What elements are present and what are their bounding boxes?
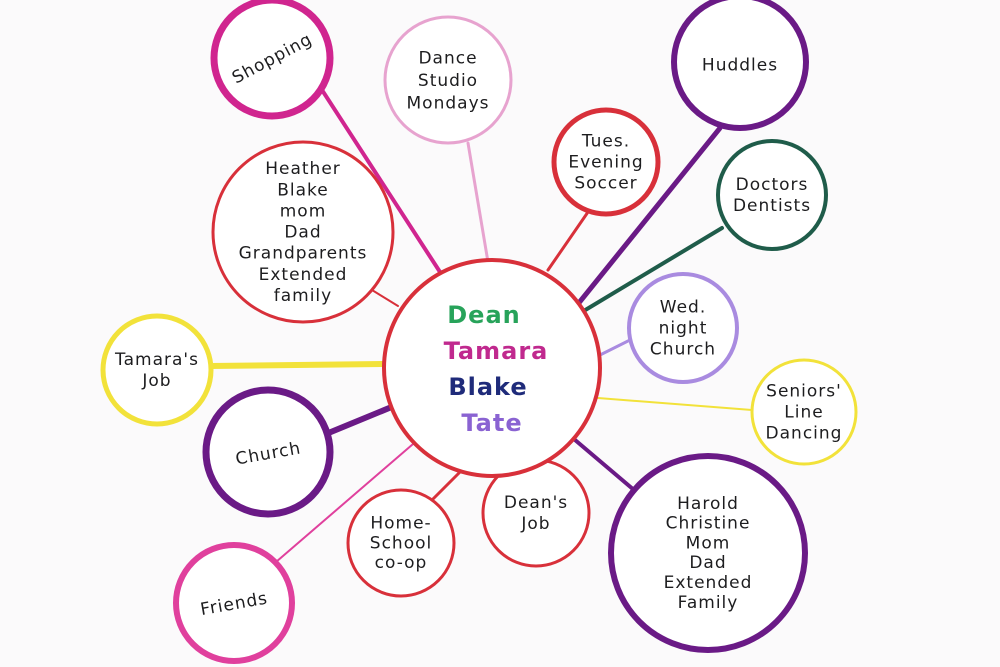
connector-dance-studio-mondays — [466, 141, 490, 264]
bubble-label-doctors-dentists-0: Doctors — [736, 175, 809, 195]
bubble-circle-dance-studio-mondays — [383, 15, 513, 145]
bubble-label-harold-christine-5: Family — [678, 593, 739, 613]
bubble-label-harold-christine-4: Extended — [664, 573, 753, 593]
bubble-label-dance-studio-mondays-2: Mondays — [407, 93, 490, 113]
bubble-label-family-3: Dad — [284, 223, 321, 243]
center-circle — [382, 258, 602, 478]
connector-shopping — [320, 88, 442, 274]
bubble-label-seniors-line-dancing-2: Dancing — [766, 424, 843, 444]
bubble-label-wed-night-church-0: Wed. — [660, 297, 706, 317]
connector-friends — [275, 437, 421, 563]
bubble-circle-huddles — [671, 0, 809, 131]
bubble-circle-tamaras-job — [100, 313, 214, 427]
bubble-circle-seniors-line-dancing — [750, 358, 858, 466]
connector-home-school-coop — [430, 468, 464, 502]
bubble-label-tamaras-job-0: Tamara's — [114, 350, 199, 370]
connector-family — [371, 289, 399, 307]
bubble-label-deans-job-0: Dean's — [504, 493, 568, 513]
bubble-label-home-school-coop-1: School — [370, 533, 432, 553]
bubble-label-doctors-dentists-1: Dentists — [733, 196, 811, 216]
bubble-circle-wed-night-church — [627, 272, 739, 384]
bubble-friends: Friends — [173, 542, 295, 664]
connector-church — [323, 403, 397, 437]
connector-seniors-line-dancing — [597, 397, 753, 411]
bubble-circle-family — [211, 140, 395, 324]
bubble-label-harold-christine-3: Dad — [689, 553, 726, 573]
bubble-label-family-5: Extended — [259, 265, 348, 285]
bubble-label-family-2: mom — [280, 201, 327, 221]
bubble-label-family-0: Heather — [265, 159, 341, 179]
bubble-church: Church — [202, 386, 334, 518]
bubble-label-family-6: family — [274, 286, 332, 306]
bubble-circle-friends — [173, 542, 295, 664]
bubble-circle-shopping — [210, 0, 334, 120]
connector-tamaras-job — [207, 361, 389, 369]
bubble-label-home-school-coop-2: co-op — [375, 553, 428, 573]
bubble-label-tues-evening-soccer-0: Tues. — [581, 131, 630, 151]
bubble-label-seniors-line-dancing-0: Seniors' — [766, 381, 842, 401]
bubble-label-harold-christine-0: Harold — [677, 494, 739, 514]
center-name-tate: Tate — [461, 409, 522, 437]
bubble-circle-home-school-coop — [346, 488, 456, 598]
bubble-label-tamaras-job-1: Job — [141, 371, 171, 391]
bubble-shopping: Shopping — [210, 0, 334, 120]
bubble-circle-harold-christine — [608, 453, 808, 653]
connector-huddles — [575, 125, 723, 307]
center-name-dean: Dean — [447, 301, 520, 329]
bubble-text-family: HeatherBlakemomDadGrandparentsExtendedfa… — [239, 159, 368, 306]
bubble-circle-church — [202, 386, 334, 518]
bubble-label-home-school-coop-0: Home- — [370, 513, 431, 533]
bubble-label-huddles-0: Huddles — [702, 55, 778, 75]
connector-harold-christine — [566, 432, 636, 492]
connector-wed-night-church — [596, 338, 632, 358]
connector-doctors-dentists — [580, 226, 724, 314]
bubble-circle-doctors-dentists — [716, 139, 828, 251]
bubble-label-family-4: Grandparents — [239, 244, 368, 264]
bubble-label-family-1: Blake — [277, 180, 329, 200]
bubble-circle-tues-evening-soccer — [551, 107, 661, 217]
bubble-text-huddles: Huddles — [702, 55, 778, 75]
center-name-tamara: Tamara — [444, 337, 549, 365]
bubble-huddles: Huddles — [671, 0, 809, 131]
bubble-label-seniors-line-dancing-1: Line — [784, 403, 823, 423]
bubble-label-tues-evening-soccer-2: Soccer — [574, 174, 637, 194]
connector-tues-evening-soccer — [546, 210, 590, 272]
bubble-label-dance-studio-mondays-1: Studio — [418, 71, 478, 91]
bubble-label-harold-christine-1: Christine — [666, 514, 751, 534]
bubble-family: HeatherBlakemomDadGrandparentsExtendedfa… — [211, 140, 395, 324]
bubble-label-deans-job-1: Job — [520, 514, 550, 534]
bubble-label-harold-christine-2: Mom — [686, 533, 731, 553]
bubble-label-dance-studio-mondays-0: Dance — [418, 49, 477, 69]
bubble-label-wed-night-church-2: Church — [650, 340, 716, 360]
bubble-label-wed-night-church-1: night — [659, 319, 708, 339]
center-name-blake: Blake — [448, 373, 527, 401]
bubble-label-tues-evening-soccer-1: Evening — [568, 153, 643, 173]
